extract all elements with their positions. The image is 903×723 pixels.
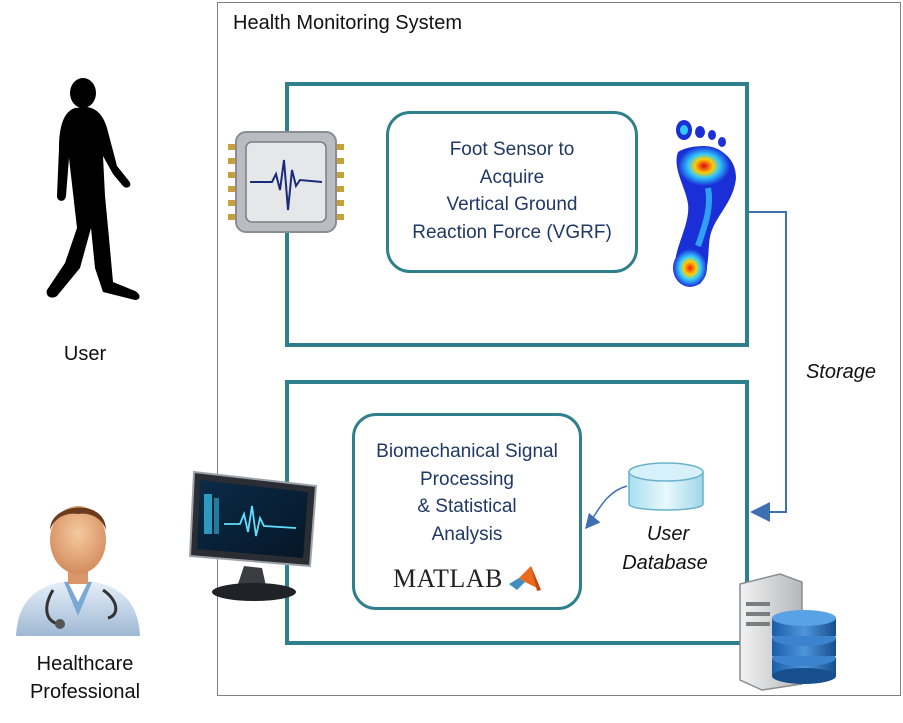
- matlab-logo: MATLAB: [393, 564, 543, 594]
- matlab-logo-text: MATLAB: [393, 564, 503, 593]
- professional-label-line1: Healthcare: [36, 653, 134, 675]
- walking-user-icon: [46, 78, 140, 300]
- sensor-line-4: Reaction Force (VGRF): [412, 221, 612, 243]
- user-label: User: [63, 343, 107, 365]
- monitor-icon: [188, 470, 318, 601]
- analysis-line-2: Processing: [420, 468, 514, 490]
- foot-sensor-node: Foot Sensor to Acquire Vertical Ground R…: [386, 111, 638, 273]
- analysis-line-1: Biomechanical Signal: [376, 441, 558, 462]
- storage-label: Storage: [805, 361, 877, 383]
- system-title: Health Monitoring System: [233, 12, 462, 34]
- database-label-line2: Database: [622, 552, 708, 574]
- server-icon: [739, 573, 836, 691]
- chip-signal-icon: [228, 131, 344, 233]
- analysis-line-3: & Statistical: [417, 496, 517, 517]
- sensor-line-3: Vertical Ground: [446, 194, 578, 215]
- doctor-icon: [16, 506, 140, 636]
- sensor-line-2: Acquire: [479, 166, 545, 188]
- analysis-line-4: Analysis: [431, 523, 503, 545]
- system-boundary: [217, 2, 901, 696]
- sensor-line-1: Foot Sensor to: [449, 139, 575, 160]
- professional-label-line2: Professional: [29, 681, 141, 703]
- signal-processing-node: Biomechanical Signal Processing & Statis…: [352, 413, 582, 610]
- database-icon: [628, 462, 704, 511]
- database-label-line1: User: [646, 523, 690, 545]
- foot-pressure-icon: [673, 120, 736, 287]
- matlab-logo-icon: [508, 566, 541, 591]
